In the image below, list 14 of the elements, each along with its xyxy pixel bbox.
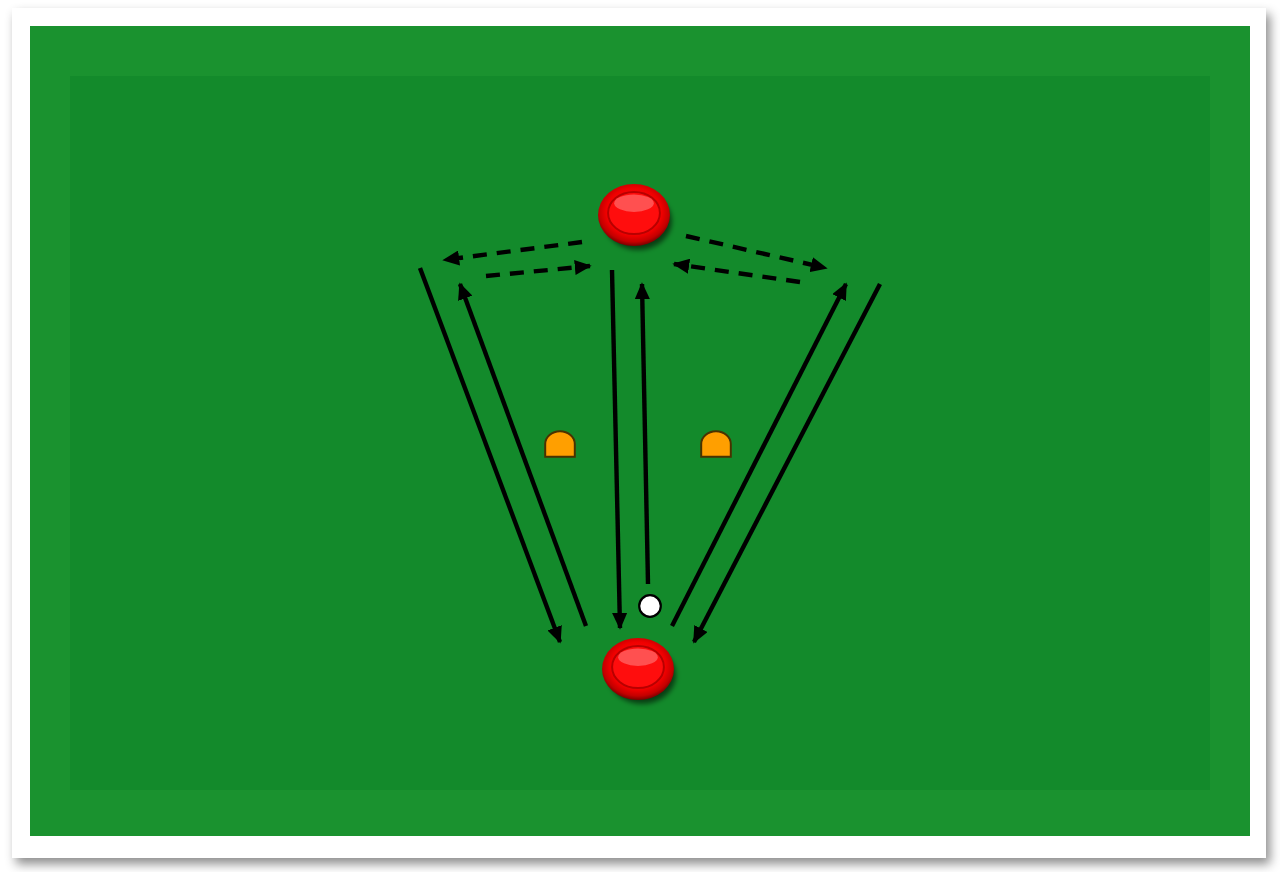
cone-icon <box>544 430 576 458</box>
player-disc-icon <box>598 183 678 253</box>
arrow <box>609 269 628 630</box>
arrow <box>634 282 651 585</box>
cone-icon <box>700 430 732 458</box>
dashed-arrow <box>672 258 801 285</box>
dashed-arrow <box>485 259 592 279</box>
dashed-arrow <box>442 239 583 266</box>
arrow <box>417 267 563 644</box>
arrow <box>670 282 848 627</box>
arrow <box>457 282 589 627</box>
player-disc-icon <box>602 637 682 707</box>
arrow <box>692 283 882 644</box>
dashed-arrow <box>685 233 828 272</box>
